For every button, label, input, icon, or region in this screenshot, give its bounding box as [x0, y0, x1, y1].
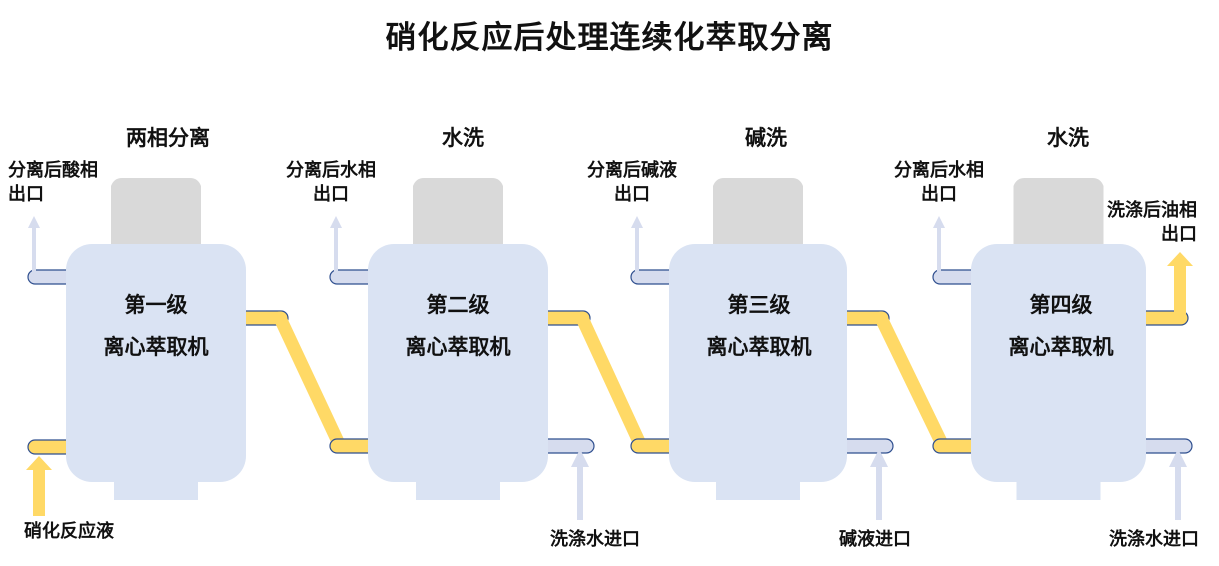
stage-label-1: 两相分离 — [126, 126, 210, 150]
stage-label-2: 水洗 — [442, 126, 484, 150]
unit-1-body — [66, 244, 246, 482]
unit-3-motor — [713, 178, 803, 246]
transfer-pipe-2-3 — [537, 310, 684, 454]
stage-label-3: 碱洗 — [745, 126, 787, 150]
inlet-label-3: 碱液进口 — [839, 529, 911, 550]
outlet-label-1: 分离后酸相 出口 — [8, 160, 98, 205]
unit-2-motor — [413, 178, 503, 246]
unit-4-stage-name: 第四级 — [1029, 293, 1093, 317]
unit-3-body — [669, 244, 847, 482]
unit-4-machine-name: 离心萃取机 — [1008, 335, 1114, 359]
unit-2-stage-name: 第二级 — [426, 293, 490, 317]
transfer-pipe-3-4-diagonal — [874, 311, 950, 453]
transfer-pipe-1-2-diagonal — [273, 311, 347, 453]
stage-label-4: 水洗 — [1047, 126, 1089, 150]
transfer-pipe-2-3-diagonal — [575, 311, 648, 453]
unit-1-motor — [111, 178, 201, 246]
transfer-pipe-3-4 — [836, 310, 986, 454]
final-outlet-arrow — [1167, 252, 1193, 318]
unit-2-body — [368, 244, 548, 482]
unit-1-machine-name: 离心萃取机 — [103, 335, 209, 359]
inlet-label-4: 洗涤水进口 — [1109, 529, 1199, 550]
transfer-pipe-1-2 — [235, 310, 383, 454]
unit-2-machine-name: 离心萃取机 — [405, 335, 511, 359]
unit-4-motor — [1013, 178, 1104, 246]
feed-inlet-arrow — [26, 456, 52, 516]
diagram-title: 硝化反应后处理连续化萃取分离 — [385, 20, 834, 56]
unit-1-base — [114, 478, 198, 500]
final-outlet-label: 洗涤后油相 出口 — [1107, 200, 1197, 245]
outlet-label-4: 分离后水相 出口 — [894, 160, 984, 205]
outlet-label-2: 分离后水相 出口 — [286, 160, 376, 205]
unit-4-base — [1016, 478, 1101, 500]
unit-3-stage-name: 第三级 — [727, 293, 791, 317]
inlet-label-2: 洗涤水进口 — [550, 529, 640, 550]
unit-3-base — [716, 478, 800, 500]
unit-3-machine-name: 离心萃取机 — [706, 335, 812, 359]
unit-2-base — [416, 478, 500, 500]
outlet-label-3: 分离后碱液 出口 — [587, 160, 677, 205]
unit-1-stage-name: 第一级 — [124, 293, 188, 317]
unit-4-body — [971, 244, 1146, 482]
inlet-label-1: 硝化反应液 — [24, 521, 114, 542]
